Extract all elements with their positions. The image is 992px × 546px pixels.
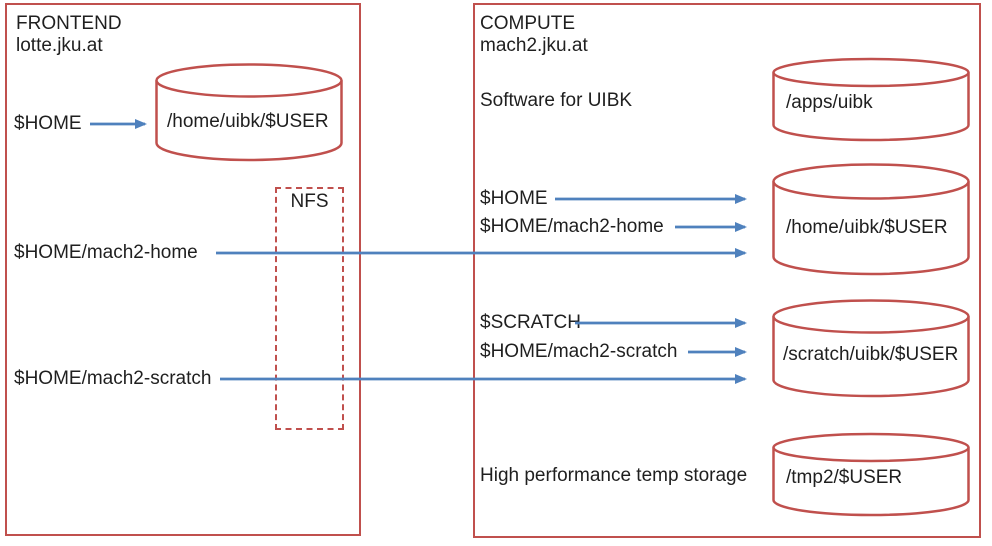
- frontend-hostname: lotte.jku.at: [16, 35, 103, 56]
- compute-box: [473, 3, 981, 538]
- compute-home-label: $HOME: [480, 188, 548, 209]
- frontend-mach2-scratch-label: $HOME/mach2-scratch: [14, 368, 212, 389]
- compute-scratch-cylinder-label: /scratch/uibk/$USER: [783, 344, 959, 365]
- frontend-mach2-home-label: $HOME/mach2-home: [14, 242, 198, 263]
- compute-title-text: COMPUTE: [480, 13, 575, 34]
- compute-temp-storage-label: High performance temp storage: [480, 465, 748, 486]
- frontend-home-label: $HOME: [14, 113, 82, 134]
- nfs-label: NFS: [290, 191, 329, 212]
- compute-title: COMPUTE mach2.jku.at: [480, 13, 588, 57]
- nfs-box: [275, 187, 344, 430]
- compute-scratch-cylinder: [772, 298, 970, 399]
- compute-hostname: mach2.jku.at: [480, 35, 588, 56]
- compute-home-cylinder: [772, 162, 970, 277]
- compute-scratch-label: $SCRATCH: [480, 312, 581, 333]
- compute-apps-cylinder: [772, 57, 970, 142]
- compute-mach2-home-label: $HOME/mach2-home: [480, 216, 664, 237]
- compute-apps-cylinder-label: /apps/uibk: [786, 92, 873, 113]
- frontend-home-cylinder-label: /home/uibk/$USER: [167, 111, 329, 132]
- compute-software-label: Software for UIBK: [480, 90, 633, 111]
- frontend-box: [5, 3, 361, 536]
- compute-mach2-scratch-label: $HOME/mach2-scratch: [480, 341, 678, 362]
- frontend-title-text: FRONTEND: [16, 13, 122, 34]
- frontend-title: FRONTEND lotte.jku.at: [16, 13, 122, 57]
- compute-home-cylinder-label: /home/uibk/$USER: [786, 217, 948, 238]
- compute-tmp-cylinder-label: /tmp2/$USER: [786, 467, 903, 488]
- frontend-home-cylinder: [155, 62, 343, 162]
- compute-tmp-cylinder: [772, 432, 970, 517]
